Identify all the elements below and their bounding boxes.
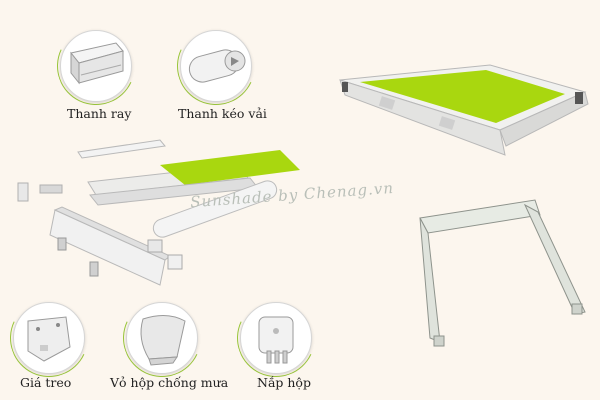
front-bar-profile-icon [188, 49, 246, 83]
label-thanh-ray: Thanh ray [67, 106, 132, 121]
side-bracket [419, 199, 586, 347]
exploded-view [17, 139, 300, 286]
callout-vo-hop [126, 302, 198, 374]
label-thanh-keo-vai: Thanh kéo vải [178, 106, 267, 121]
label-vo-hop: Vỏ hộp chống mưa [110, 375, 229, 390]
callout-thanh-ray [60, 30, 132, 102]
end-cap-icon [258, 316, 294, 364]
rain-cover-icon [140, 315, 186, 366]
callout-thanh-keo-vai [180, 30, 252, 102]
hanger-bracket-icon [27, 316, 71, 362]
label-nap-hop: Nắp hộp [257, 375, 311, 390]
rail-profile-icon [70, 42, 124, 85]
assembled-awning [339, 64, 589, 156]
label-gia-treo: Giá treo [20, 375, 72, 390]
callout-gia-treo [13, 302, 85, 374]
callout-nap-hop [240, 302, 312, 374]
fabric-exploded [160, 150, 300, 185]
fabric-panel [360, 70, 565, 123]
